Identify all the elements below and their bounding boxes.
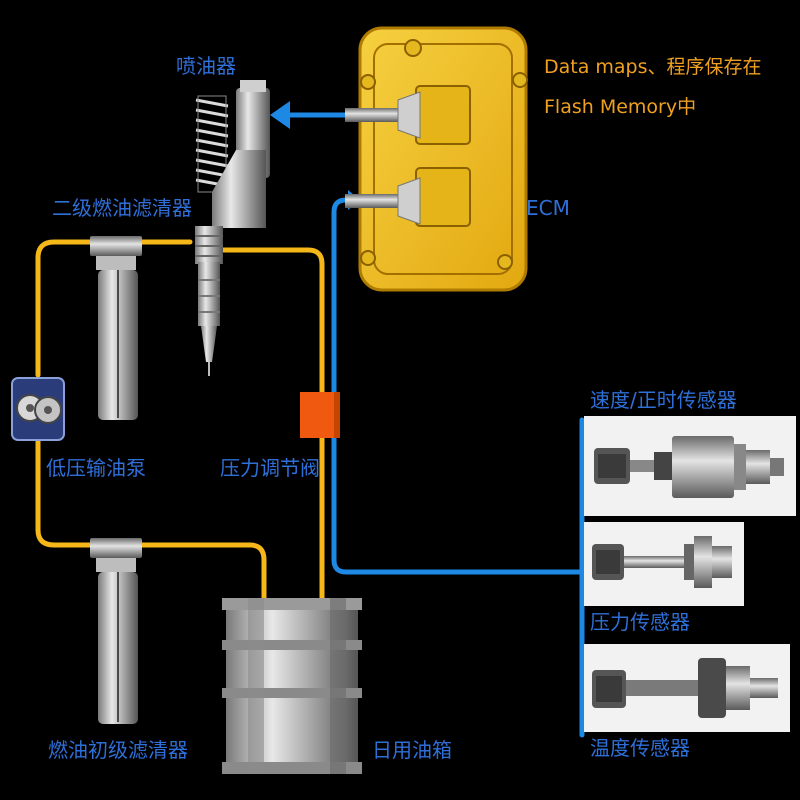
fuel-line-filter-to-tank: [137, 542, 267, 603]
pressure-sensor-label: 压力传感器: [590, 610, 690, 634]
injector-label: 喷油器: [176, 54, 236, 78]
temperature-sensor-panel: [584, 644, 790, 732]
transfer-pump-label: 低压输油泵: [46, 456, 146, 480]
injector-icon: [195, 80, 270, 376]
fuel-lines: [35, 239, 325, 603]
temperature-sensor-label: 温度传感器: [590, 736, 690, 760]
primary-filter-label: 燃油初级滤清器: [48, 738, 188, 762]
speed-sensor-label: 速度/正时传感器: [590, 388, 737, 412]
speed-sensor-icon: [594, 436, 784, 498]
tank-icon: [222, 598, 362, 774]
arrow-to-injector-icon: [270, 101, 290, 129]
day-tank-label: 日用油箱: [372, 738, 452, 762]
ecm-label: ECM: [526, 196, 570, 220]
temperature-sensor-icon: [592, 658, 778, 718]
ecm-module-icon: [345, 26, 528, 292]
signal-line-sensors-to-ecm: [331, 197, 585, 575]
fuel-line-injector-return: [219, 247, 325, 395]
valve-icon: [300, 392, 340, 438]
primary-filter-icon: [90, 538, 142, 724]
flash-memory-note-line1: Data maps、程序保存在: [544, 56, 762, 78]
pressure-regulator-label: 压力调节阀: [220, 456, 320, 480]
pressure-sensor-panel: [584, 522, 744, 606]
fuel-line-upper-loop: [35, 239, 95, 378]
secondary-filter-label: 二级燃油滤清器: [52, 196, 192, 220]
speed-sensor-panel: [584, 416, 796, 516]
secondary-filter-icon: [90, 236, 142, 420]
fuel-line-pump-down: [35, 437, 95, 548]
gear-pump-icon: [11, 377, 65, 441]
flash-memory-note-line2: Flash Memory中: [544, 96, 697, 118]
pressure-sensor-icon: [592, 536, 732, 588]
